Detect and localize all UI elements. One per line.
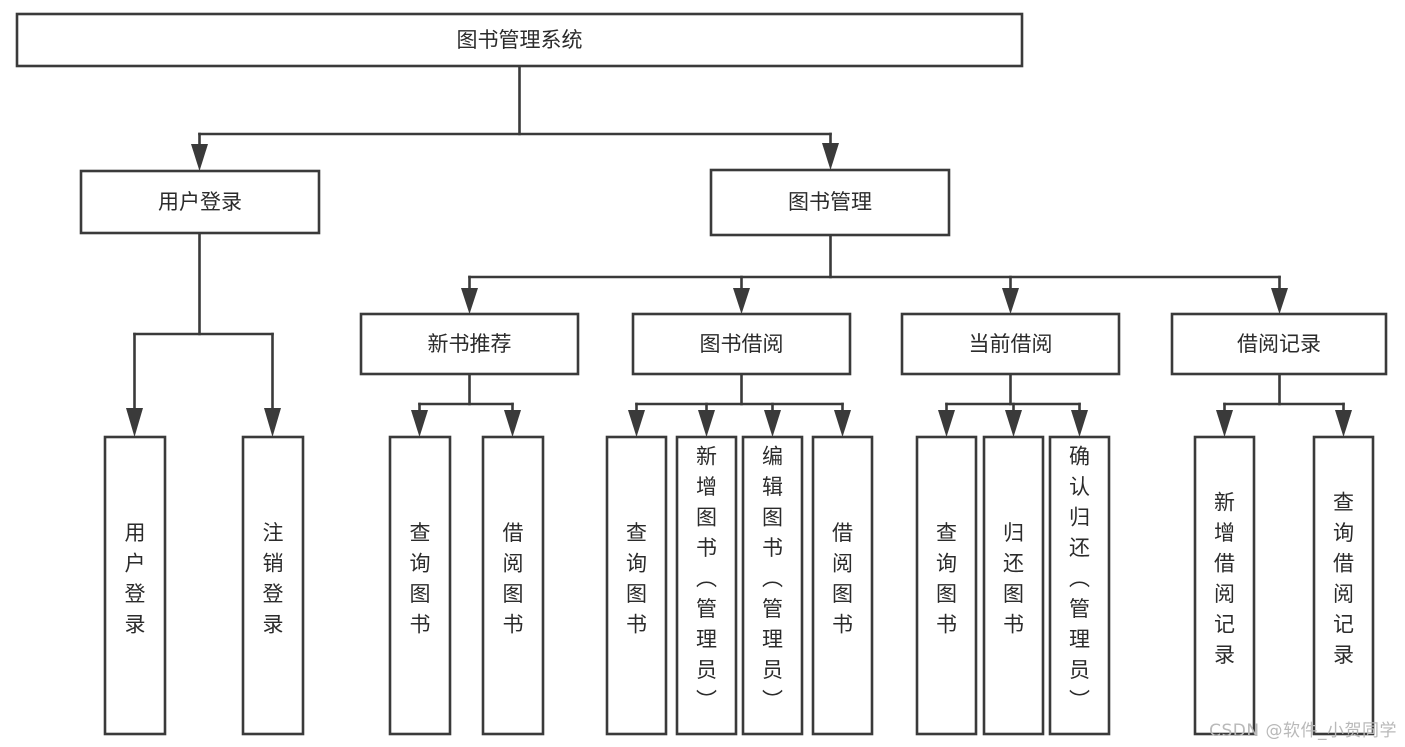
arrowhead-leaf-query-book-3 (938, 410, 955, 437)
leaf-query-record-label: 查询借阅记录 (1333, 490, 1354, 667)
arrowhead-leaf-borrow-book-1 (504, 410, 521, 437)
arrowhead-leaf-logout (264, 408, 281, 437)
leaf-logout[interactable] (241, 435, 305, 736)
leaf-query-record[interactable] (1312, 435, 1375, 736)
arrowhead-leaf-query-record (1335, 410, 1352, 437)
leaf-return-book-label: 归还图书 (1003, 521, 1024, 637)
arrowhead-leaf-user-login (126, 408, 143, 437)
leaf-edit-book[interactable] (741, 435, 804, 736)
node-book-management[interactable]: 图书管理 (709, 168, 951, 237)
leaf-return-book-box[interactable] (982, 435, 1045, 736)
arrowhead-current-borrow (1002, 288, 1019, 314)
node-root-box[interactable] (15, 12, 1024, 68)
node-book-borrow[interactable]: 图书借阅 (631, 312, 852, 376)
node-borrow-record[interactable]: 借阅记录 (1170, 312, 1388, 376)
leaf-add-book-box[interactable] (675, 435, 738, 736)
leaf-add-record-label: 新增借阅记录 (1214, 490, 1235, 667)
leaf-query-book-2[interactable] (605, 435, 668, 736)
leaf-borrow-book-1-label: 借阅图书 (503, 521, 524, 637)
arrowhead-book-management (822, 143, 839, 170)
leaf-query-record-box[interactable] (1312, 435, 1375, 736)
arrowhead-leaf-confirm-return (1071, 410, 1088, 437)
node-root-label: 图书管理系统 (457, 28, 583, 52)
node-book-borrow-label: 图书借阅 (700, 332, 784, 356)
leaf-logout-box[interactable] (241, 435, 305, 736)
node-user-login[interactable]: 用户登录 (79, 169, 321, 235)
leaf-add-record-box[interactable] (1193, 435, 1256, 736)
node-book-management-box[interactable] (709, 168, 951, 237)
arrowhead-leaf-borrow-book-2 (834, 410, 851, 437)
leaf-borrow-book-2[interactable] (811, 435, 874, 736)
leaf-query-book-3[interactable] (915, 435, 978, 736)
arrowhead-leaf-return-book (1005, 410, 1022, 437)
leaf-user-login-box[interactable] (103, 435, 167, 736)
node-new-book-recommend[interactable]: 新书推荐 (359, 312, 580, 376)
leaf-confirm-return-label: 确认归还︵管理员︶ (1069, 445, 1090, 713)
node-current-borrow-label: 当前借阅 (969, 332, 1053, 356)
node-book-management-label: 图书管理 (788, 190, 872, 214)
connector-layer (126, 64, 1352, 437)
leaf-query-book-2-box[interactable] (605, 435, 668, 736)
arrowhead-borrow-record (1271, 288, 1288, 314)
leaf-borrow-book-1[interactable] (481, 435, 545, 736)
leaf-edit-book-label: 编辑图书︵管理员︶ (762, 445, 783, 713)
node-borrow-record-box[interactable] (1170, 312, 1388, 376)
node-current-borrow[interactable]: 当前借阅 (900, 312, 1121, 376)
node-current-borrow-box[interactable] (900, 312, 1121, 376)
leaf-query-book-2-label: 查询图书 (626, 521, 647, 637)
leaf-add-record[interactable] (1193, 435, 1256, 736)
arrowhead-leaf-add-record (1216, 410, 1233, 437)
node-book-borrow-box[interactable] (631, 312, 852, 376)
node-new-book-recommend-label: 新书推荐 (428, 332, 512, 356)
leaf-return-book[interactable] (982, 435, 1045, 736)
arrowhead-leaf-query-book-2 (628, 410, 645, 437)
leaf-borrow-book-2-label: 借阅图书 (832, 521, 853, 637)
node-root[interactable]: 图书管理系统 (15, 12, 1024, 68)
arrowhead-book-borrow (733, 288, 750, 314)
leaf-add-book-label: 新增图书︵管理员︶ (696, 445, 717, 713)
arrowhead-leaf-query-book-1 (411, 410, 428, 437)
arrowhead-leaf-edit-book (764, 410, 781, 437)
arrowhead-leaf-add-book (698, 410, 715, 437)
leaf-logout-label: 注销登录 (263, 521, 284, 637)
leaf-add-book[interactable] (675, 435, 738, 736)
leaf-user-login-label: 用户登录 (125, 521, 146, 637)
leaf-query-book-3-label: 查询图书 (936, 521, 957, 637)
leaf-query-book-1[interactable] (388, 435, 452, 736)
leaf-confirm-return[interactable] (1048, 435, 1111, 736)
leaf-confirm-return-box[interactable] (1048, 435, 1111, 736)
leaf-query-book-1-label: 查询图书 (410, 521, 431, 637)
node-user-login-label: 用户登录 (158, 190, 242, 214)
leaf-user-login[interactable] (103, 435, 167, 736)
node-borrow-record-label: 借阅记录 (1237, 332, 1321, 356)
node-user-login-box[interactable] (79, 169, 321, 235)
arrowhead-new-book-recommend (461, 288, 478, 314)
leaf-label-layer: 用户登录 注销登录 查询图书 借阅图书 查询图书 新增图书︵管理员︶ 编辑图书︵管理员︶ 借阅… (125, 445, 1355, 713)
arrowhead-user-login (191, 144, 208, 171)
leaf-borrow-book-2-box[interactable] (811, 435, 874, 736)
leaf-query-book-3-box[interactable] (915, 435, 978, 736)
leaf-borrow-book-1-box[interactable] (481, 435, 545, 736)
leaf-query-book-1-box[interactable] (388, 435, 452, 736)
node-new-book-recommend-box[interactable] (359, 312, 580, 376)
leaf-edit-book-box[interactable] (741, 435, 804, 736)
